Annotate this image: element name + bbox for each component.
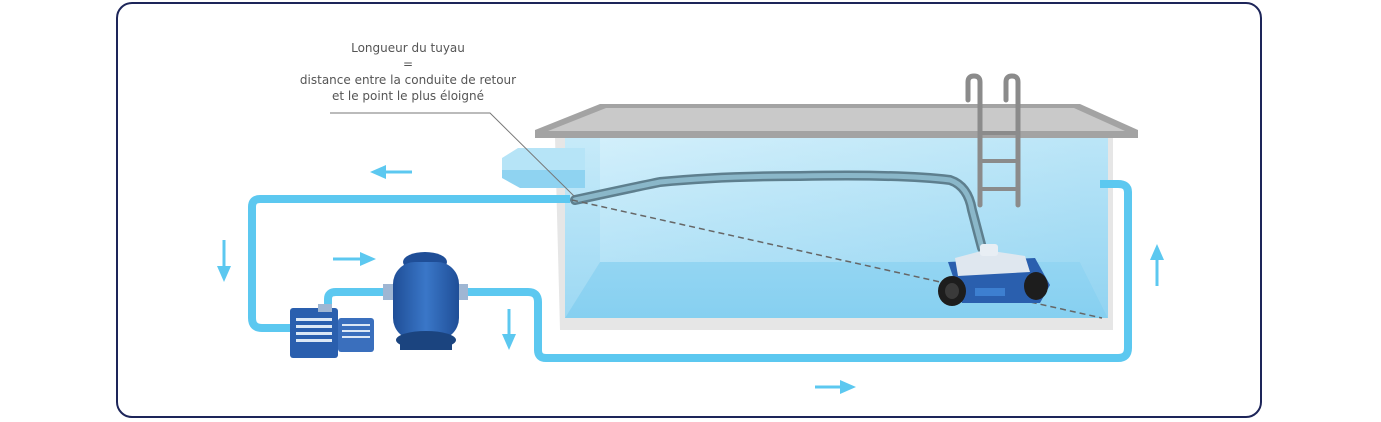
diagram-frame (116, 2, 1262, 418)
pool-robot-icon (938, 244, 1050, 306)
arrow-right-icon (333, 252, 376, 266)
annotation-equals: = (402, 57, 414, 71)
arrow-down-icon (502, 309, 516, 350)
robot-hose (570, 170, 987, 253)
hose-length-annotation: Longueur du tuyau = distance entre la co… (278, 40, 538, 104)
skimmer-icon (502, 148, 585, 188)
arrow-left-icon (370, 165, 412, 179)
arrow-right-icon (815, 380, 856, 394)
pump-icon (290, 304, 374, 358)
annotation-definition-line1: distance entre la conduite de retour (299, 73, 517, 87)
annotation-title: Longueur du tuyau (351, 41, 465, 55)
ladder-icon (965, 73, 1021, 208)
arrow-down-icon (217, 240, 231, 282)
circulation-pipes (248, 180, 1132, 362)
arrow-up-icon (1150, 244, 1164, 286)
pool-basin (535, 104, 1138, 330)
annotation-leader-line (330, 112, 575, 197)
annotation-definition-line2: et le point le plus éloigné (331, 89, 484, 103)
filter-icon (383, 252, 468, 350)
